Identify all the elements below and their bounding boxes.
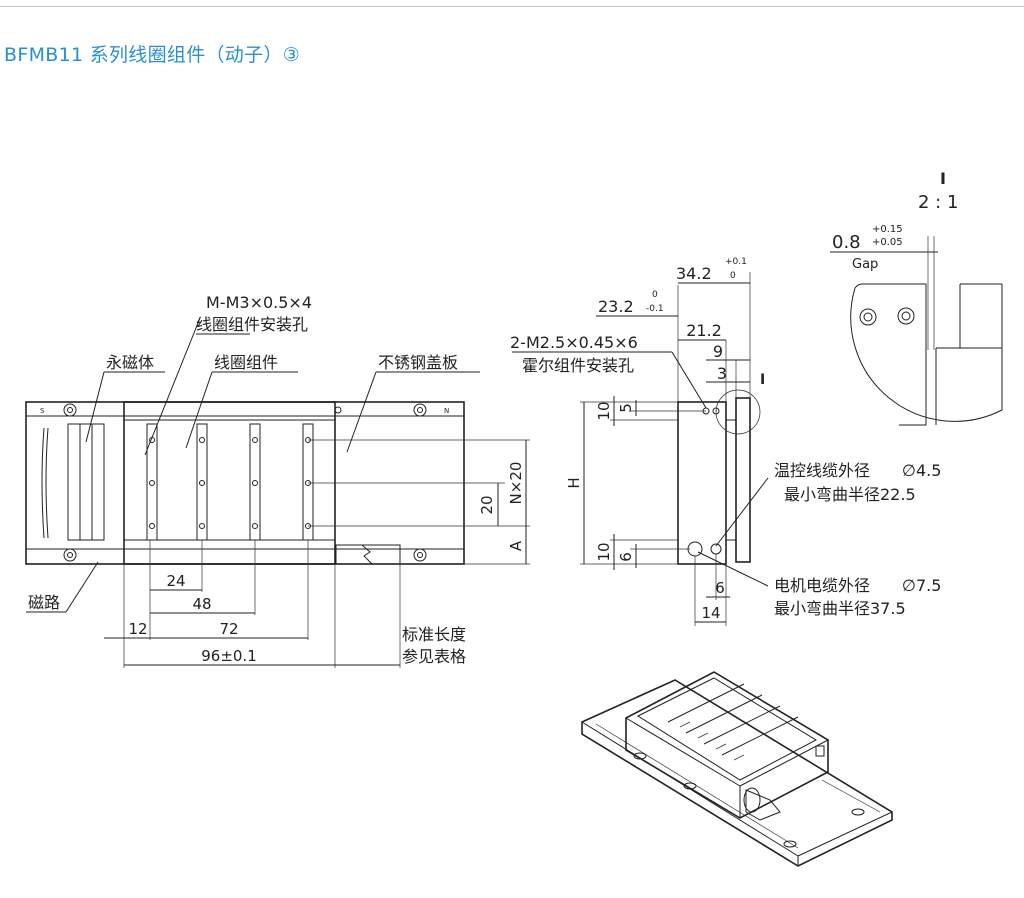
dim-48: 48 <box>192 595 211 613</box>
side-body <box>677 401 727 565</box>
dim-a: A <box>507 540 525 551</box>
dim-23-2: 23.2 <box>598 297 634 316</box>
dim-14: 14 <box>701 604 720 622</box>
dim-34-2: 34.2 <box>676 264 712 283</box>
label-temp-cable-2: 最小弯曲半径22.5 <box>784 485 916 504</box>
detail-circle <box>715 389 761 435</box>
label-cover: 不锈钢盖板 <box>378 353 458 372</box>
dim-6-bottom: 6 <box>715 579 725 597</box>
gap-tol-upper: +0.15 <box>872 224 903 235</box>
dim-21-2: 21.2 <box>686 321 722 340</box>
dim-12: 12 <box>128 620 147 638</box>
dim-96: 96±0.1 <box>201 647 257 665</box>
tol-23-2-lower: -0.1 <box>646 304 664 314</box>
isometric-view <box>581 671 893 867</box>
label-coil: 线圈组件 <box>214 353 278 372</box>
corner-mount-holes <box>63 403 427 562</box>
dim-5: 5 <box>617 403 635 413</box>
detail-mark-side: I <box>760 372 765 388</box>
label-mount-holes-1: M-M3×0.5×4 <box>206 293 312 312</box>
label-magnet: 永磁体 <box>106 353 154 372</box>
detail-mark: I <box>940 169 946 188</box>
detail-scale: 2 : 1 <box>918 192 958 213</box>
side-view: I 34.2 +0.1 0 23.2 0 -0.1 21.2 9 3 2-M2.… <box>510 257 941 626</box>
label-std-length-2: 参见表格 <box>402 647 466 666</box>
label-temp-cable-dia: ∅4.5 <box>902 461 941 480</box>
side-plate <box>735 397 751 563</box>
dim-10-bottom: 10 <box>595 542 613 561</box>
page-title: BFMB11 系列线圈组件（动子）③ <box>4 44 301 66</box>
front-view: S N 20 N×2 <box>25 293 530 668</box>
dim-9: 9 <box>713 342 723 361</box>
dim-10-top: 10 <box>595 401 613 420</box>
label-mount-holes-2: 线圈组件安装孔 <box>196 315 308 334</box>
label-std-length-1: 标准长度 <box>402 625 466 644</box>
label-temp-cable-1: 温控线缆外径 <box>774 461 870 480</box>
label-motor-cable-1: 电机电缆外径 <box>774 576 870 595</box>
label-magnetic-path: 磁路 <box>28 593 60 612</box>
tol-34-2-lower: 0 <box>730 271 736 281</box>
label-motor-cable-2: 最小弯曲半径37.5 <box>774 599 906 618</box>
tol-34-2-upper: +0.1 <box>725 257 747 267</box>
tol-23-2-upper: 0 <box>652 290 658 300</box>
dim-h: H <box>565 477 583 488</box>
dim-24: 24 <box>166 572 185 590</box>
dim-72: 72 <box>219 620 238 638</box>
dim-20: 20 <box>478 495 496 514</box>
label-hall-holes-1: 2-M2.5×0.45×6 <box>510 333 638 352</box>
label-hall-holes-2: 霍尔组件安装孔 <box>522 356 634 375</box>
coil-strips <box>146 423 314 541</box>
gap-tol-lower: +0.05 <box>872 237 903 248</box>
detail-view: I 2 : 1 0.8 +0.15 +0.05 Gap <box>830 169 1003 426</box>
dim-6-left: 6 <box>617 552 635 562</box>
gap-label: Gap <box>852 257 878 272</box>
dim-3: 3 <box>717 364 727 383</box>
mark-n: N <box>444 407 449 415</box>
top-divider <box>0 6 1024 7</box>
label-motor-cable-dia: ∅7.5 <box>902 576 941 595</box>
dim-n20: N×20 <box>507 462 525 505</box>
mark-s: S <box>40 407 45 415</box>
gap-value: 0.8 <box>832 232 861 253</box>
